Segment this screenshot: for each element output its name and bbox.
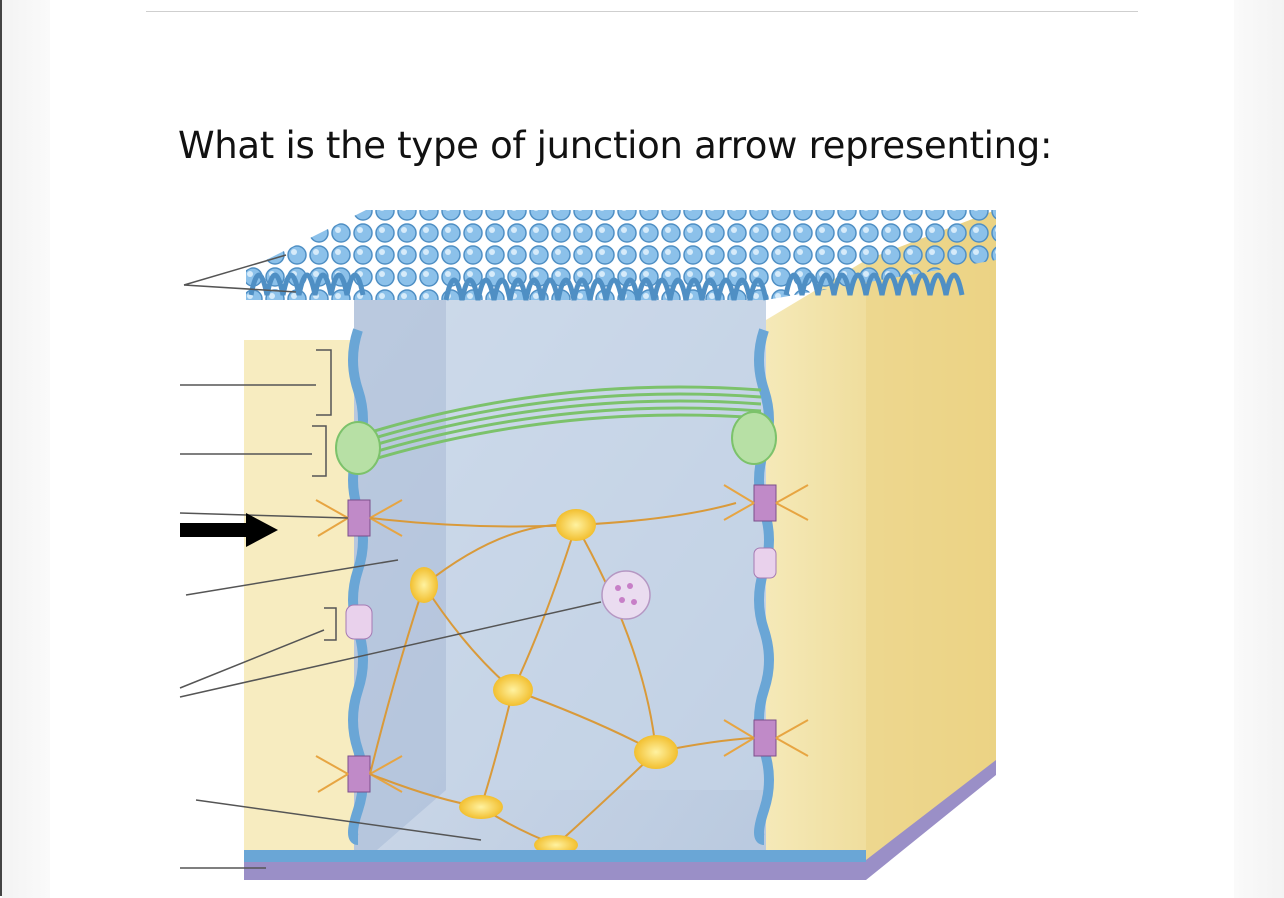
basement-membrane	[244, 760, 996, 880]
desmosome-plaque	[634, 735, 678, 769]
gap-junction-left	[345, 604, 373, 640]
right-margin	[1234, 0, 1284, 898]
left-margin	[2, 0, 50, 898]
desmosome-plaque	[410, 567, 438, 603]
desmosome-right-upper	[723, 484, 809, 522]
label-leader-lines	[179, 254, 602, 869]
desmosome-left-lower	[315, 755, 403, 793]
gap-junction-right	[753, 547, 777, 579]
vesicle	[601, 570, 651, 620]
left-cell-cytoplasm	[244, 340, 354, 870]
junction-diagram	[176, 200, 1006, 898]
hemidesmosome-plaque	[459, 795, 503, 819]
question-text: What is the type of junction arrow repre…	[178, 124, 1053, 167]
desmosome-plaque	[556, 509, 596, 541]
junction-diagram-svg	[179, 210, 996, 880]
horizontal-rule	[146, 11, 1138, 12]
right-arrow	[180, 513, 278, 547]
desmosome-right-lower	[723, 719, 809, 757]
desmosome-plaque	[493, 674, 533, 706]
adherens-belt	[360, 385, 762, 465]
